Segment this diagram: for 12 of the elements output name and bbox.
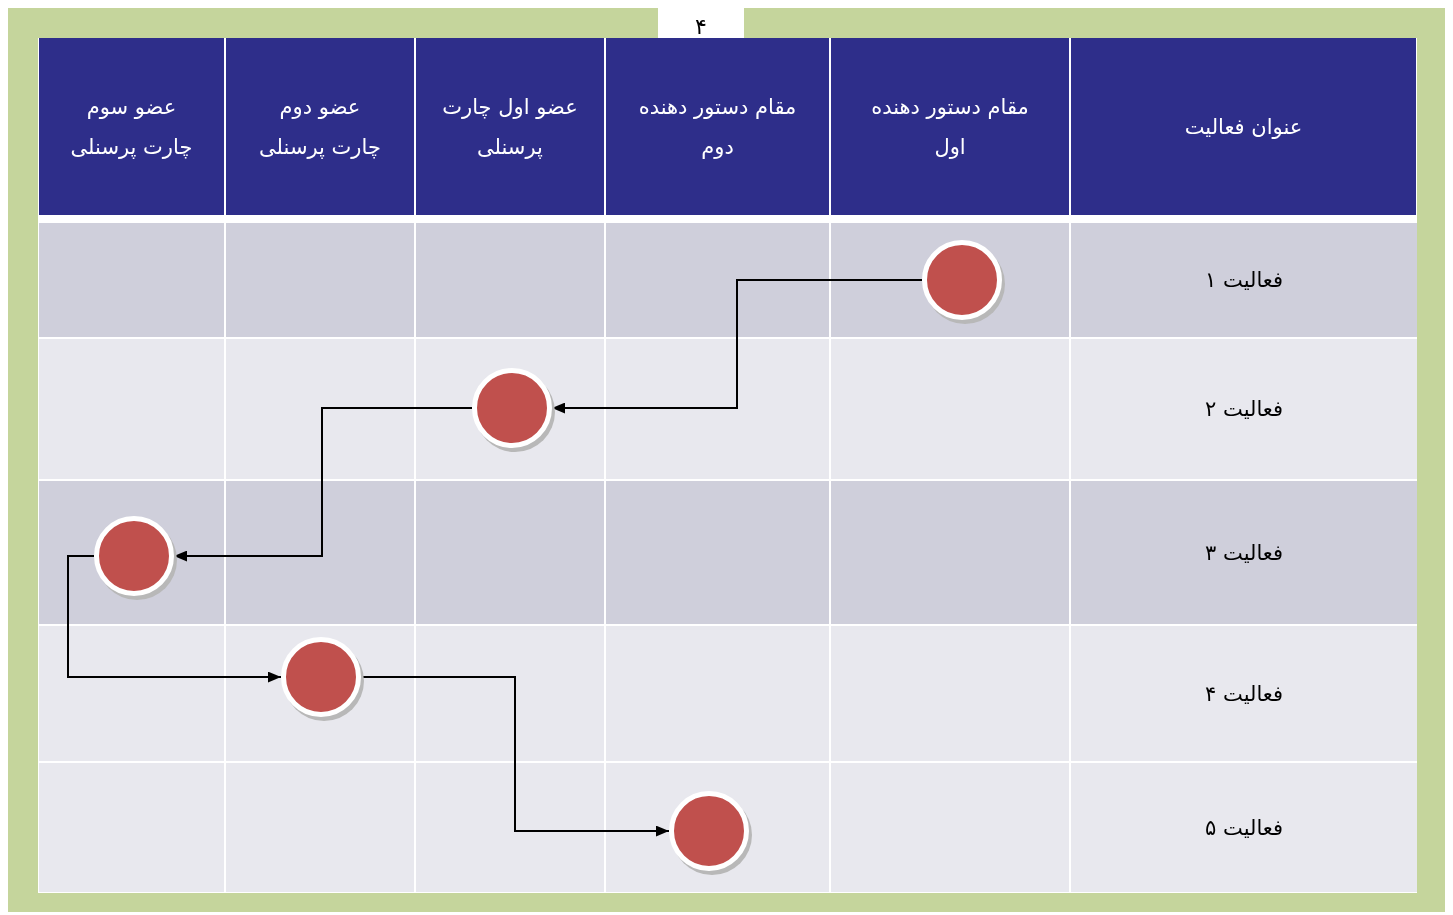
header-cell: مقام دستور دهنده دوم <box>606 38 829 215</box>
header-cell: عضو دوم چارت پرسنلی <box>226 38 414 215</box>
table-cell: فعالیت ۴ <box>1071 626 1417 761</box>
header-cell: عضو اول چارت پرسنلی <box>416 38 604 215</box>
header-cell: عضو سوم چارت پرسنلی <box>39 38 224 215</box>
table-cell: فعالیت ۳ <box>1071 481 1417 624</box>
arrow <box>67 555 282 683</box>
table-cell: فعالیت ۵ <box>1071 763 1417 892</box>
header-cell: مقام دستور دهنده اول <box>831 38 1069 215</box>
table-cell: فعالیت ۲ <box>1071 339 1417 479</box>
table-cell: فعالیت ۱ <box>1071 223 1417 337</box>
header-cell: عنوان فعالیت <box>1071 38 1416 215</box>
